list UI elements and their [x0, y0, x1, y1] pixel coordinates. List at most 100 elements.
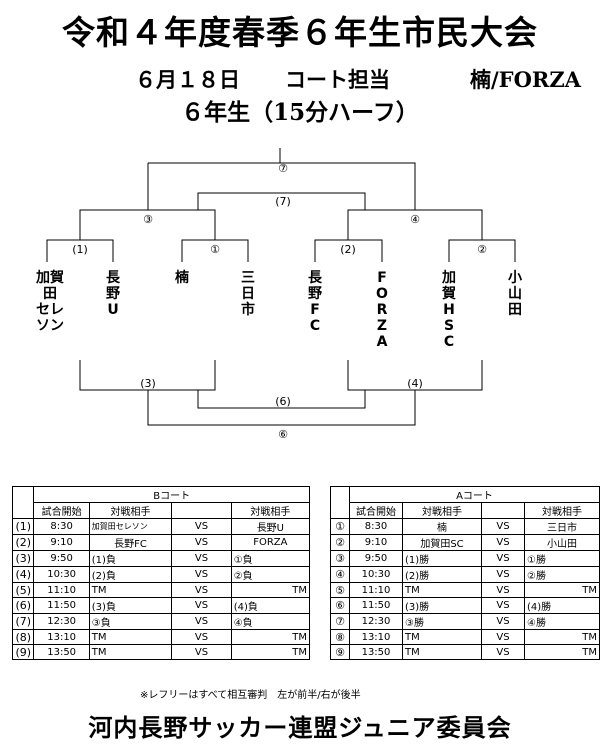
home-team: TM	[88, 644, 173, 660]
vs-label: VS	[481, 644, 525, 660]
final2-line	[197, 192, 366, 210]
match-number: (2)	[11, 534, 35, 551]
semi-right-line	[347, 209, 483, 240]
match-time: 11:50	[33, 597, 90, 614]
away-team: 長野U	[230, 518, 311, 535]
away-team: ②負	[230, 566, 311, 583]
home-team: (2)負	[88, 566, 173, 583]
vs-label: VS	[481, 613, 525, 630]
match-time: 13:10	[349, 629, 403, 645]
referee-note: ※レフリーはすべて相互審判 左が前半/右が後半	[140, 690, 361, 701]
bracket-lines	[46, 148, 516, 426]
bottom-final-line	[147, 390, 416, 426]
home-team: (2)勝	[402, 566, 482, 583]
label-bottom-final: ⑥	[278, 428, 288, 441]
label-final: ⑦	[278, 162, 288, 175]
match-date: ６月１８日	[135, 67, 240, 92]
away-team: ④負	[230, 613, 311, 630]
home-team: (1)負	[88, 550, 173, 567]
team-nagano-fc: 長 野 F C	[308, 270, 322, 334]
team-kagata-sc: 加 賀 H S C	[442, 270, 456, 350]
match-number: ③	[330, 550, 350, 567]
match-number: (4)	[11, 566, 35, 583]
match-time: 9:10	[33, 534, 90, 551]
court-duty-label: コート担当	[285, 67, 390, 92]
home-team: (3)勝	[402, 597, 482, 614]
vs-label: VS	[171, 550, 232, 567]
vs-label: VS	[481, 550, 525, 567]
team-nagano-u: 長 野 U	[106, 270, 120, 318]
semi-left-line	[79, 209, 216, 240]
home-team: TM	[402, 629, 482, 645]
away-team: ①負	[230, 550, 311, 567]
organizer-name: 河内長野サッカー連盟ジュニア委員会	[88, 713, 512, 742]
team-forza: F O R Z A	[376, 270, 388, 350]
team-koyamada: 小 山 田	[508, 270, 522, 318]
away-team: ②勝	[524, 566, 600, 583]
away-team: (4)勝	[524, 597, 600, 614]
match-number: (6)	[11, 597, 35, 614]
team-kagata-selecao: 加賀田 セレソン	[36, 270, 64, 334]
vs-label: VS	[481, 582, 525, 598]
vs-label: VS	[171, 566, 232, 583]
page-title: 令和４年度春季６年生市民大会	[62, 13, 538, 52]
col-header-opponent1: 対戦相手	[88, 502, 173, 519]
away-team: ①勝	[524, 550, 600, 567]
vs-label: VS	[481, 566, 525, 583]
match-time: 13:50	[33, 644, 90, 660]
match-time: 11:10	[349, 582, 403, 598]
vs-label: VS	[481, 629, 525, 645]
away-team: 三日市	[524, 518, 600, 535]
match-number: ⑤	[330, 582, 350, 598]
home-team: (1)勝	[402, 550, 482, 567]
match-time: 13:50	[349, 644, 403, 660]
label-r1-3: (2)	[340, 243, 356, 256]
match-number: ⑧	[330, 629, 350, 645]
home-team: ③負	[88, 613, 173, 630]
home-team: TM	[88, 629, 173, 645]
away-team: TM	[230, 582, 311, 598]
col-header-start: 試合開始	[349, 502, 403, 519]
match-time: 12:30	[349, 613, 403, 630]
home-team: 加賀田SC	[402, 534, 482, 551]
match-time: 9:50	[349, 550, 403, 567]
match-time: 8:30	[33, 518, 90, 535]
col-header-start: 試合開始	[33, 502, 90, 519]
r1-3-line	[314, 239, 383, 262]
home-team: TM	[402, 582, 482, 598]
r1-2-line	[181, 239, 249, 262]
match-number: ④	[330, 566, 350, 583]
label-bottom-left: (3)	[140, 377, 156, 390]
away-team: 小山田	[524, 534, 600, 551]
match-number: ②	[330, 534, 350, 551]
col-header-opponent1: 対戦相手	[402, 502, 482, 519]
grade-subtitle: ６年生（15分ハーフ）	[181, 99, 419, 126]
match-time: 10:30	[349, 566, 403, 583]
match-time: 8:30	[349, 518, 403, 535]
away-team: ④勝	[524, 613, 600, 630]
label-bottom-mid: (6)	[275, 395, 291, 408]
home-team: TM	[402, 644, 482, 660]
match-number: (7)	[11, 613, 35, 630]
team-mikkaichi: 三 日 市	[241, 270, 255, 318]
label-r1-2: ①	[210, 243, 220, 256]
match-time: 12:30	[33, 613, 90, 630]
vs-label: VS	[171, 629, 232, 645]
team-kusunoki: 楠	[175, 270, 189, 286]
label-final2: (7)	[275, 195, 291, 208]
match-time: 9:10	[349, 534, 403, 551]
vs-label: VS	[481, 597, 525, 614]
